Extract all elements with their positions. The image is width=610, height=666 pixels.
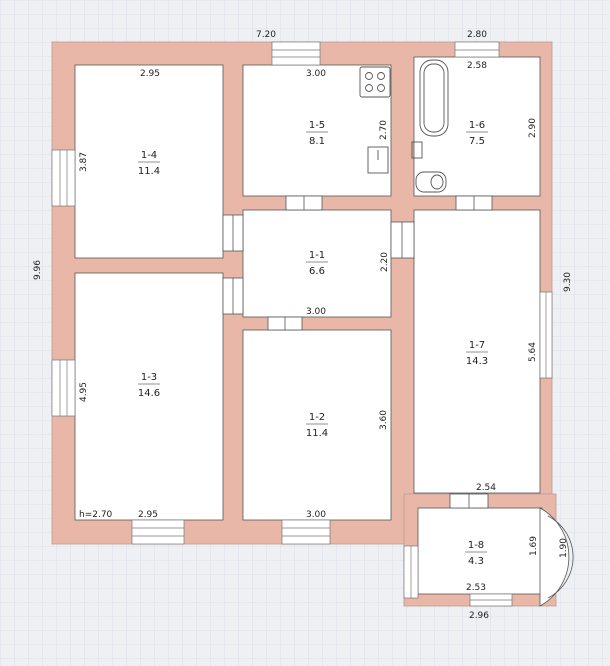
window-bottom-1-3 bbox=[131, 519, 185, 545]
sink-icon bbox=[367, 146, 389, 174]
dim-room16-height: 2.90 bbox=[528, 118, 538, 138]
dim-room15-width: 3.00 bbox=[306, 69, 326, 79]
dim-top-overall: 7.20 bbox=[256, 30, 276, 40]
room-1-8-id: 1-8 bbox=[468, 540, 484, 551]
room-1-6-id: 1-6 bbox=[469, 120, 485, 131]
room-1-7-floor bbox=[413, 209, 541, 494]
room-1-1-id: 1-1 bbox=[309, 250, 325, 261]
dim-room18-width: 2.53 bbox=[466, 583, 486, 593]
room-1-1-floor bbox=[242, 209, 392, 318]
room-1-4-area: 11.4 bbox=[138, 166, 160, 177]
dim-right-overall: 9.30 bbox=[563, 272, 573, 292]
room-labels: 1-4 11.4 1-5 8.1 1-6 7.5 1-1 6.6 1-3 14.… bbox=[138, 120, 488, 567]
toilet-icon bbox=[415, 171, 447, 193]
dim-room17-width: 2.54 bbox=[476, 483, 496, 493]
room-1-5-floor bbox=[242, 64, 392, 197]
room-1-8-area: 4.3 bbox=[468, 556, 484, 567]
stove-icon bbox=[359, 66, 391, 98]
room-1-3-id: 1-3 bbox=[141, 372, 157, 383]
room-1-1-area: 6.6 bbox=[309, 266, 325, 277]
dim-room11-width: 3.00 bbox=[306, 307, 326, 317]
window-top-1-5 bbox=[271, 41, 321, 66]
room-1-2-id: 1-2 bbox=[309, 412, 325, 423]
room-1-2-floor bbox=[242, 329, 392, 521]
room-1-5-area: 8.1 bbox=[309, 136, 325, 147]
room-1-7-area: 14.3 bbox=[466, 356, 488, 367]
dim-room15-height: 2.70 bbox=[379, 120, 389, 140]
dim-room13-width: 2.95 bbox=[138, 510, 158, 520]
washbasin-icon bbox=[411, 141, 423, 159]
window-left-1-4 bbox=[51, 149, 76, 207]
bay-window bbox=[539, 507, 570, 607]
dim-bay: 1.90 bbox=[559, 538, 569, 558]
dim-room17-height: 5.64 bbox=[528, 342, 538, 362]
window-left-1-3 bbox=[51, 359, 76, 417]
dim-room18-height: 1.69 bbox=[529, 536, 539, 556]
room-1-6-area: 7.5 bbox=[469, 136, 485, 147]
room-1-3-floor bbox=[74, 272, 224, 521]
room-1-8-floor bbox=[417, 507, 543, 595]
room-1-2-area: 11.4 bbox=[306, 428, 328, 439]
dim-room12-width: 3.00 bbox=[306, 510, 326, 520]
dimension-labels: 7.20 2.80 2.95 3.00 2.58 3.87 2.70 2.90 … bbox=[33, 30, 573, 621]
bay-window-inner bbox=[547, 515, 574, 599]
ceiling-height: h=2.70 bbox=[79, 510, 113, 520]
door-1-1-1-7 bbox=[390, 221, 415, 259]
room-1-3-area: 14.6 bbox=[138, 388, 160, 399]
room-1-4-floor bbox=[74, 64, 224, 259]
window-bottom-1-2 bbox=[281, 519, 331, 545]
room-1-5-id: 1-5 bbox=[309, 120, 325, 131]
dim-room12-height: 3.60 bbox=[379, 410, 389, 430]
room-1-7-id: 1-7 bbox=[469, 340, 485, 351]
room-1-6-floor bbox=[413, 56, 541, 197]
fixtures bbox=[359, 59, 449, 193]
dim-room16-width: 2.58 bbox=[467, 61, 487, 71]
doors bbox=[222, 195, 493, 509]
bathtub-icon bbox=[419, 59, 449, 137]
dim-top-right: 2.80 bbox=[467, 30, 487, 40]
windows bbox=[51, 41, 553, 607]
room-1-4-id: 1-4 bbox=[141, 150, 157, 161]
room-floors bbox=[74, 56, 543, 595]
dim-room13-height: 4.95 bbox=[79, 382, 89, 402]
window-top-1-6 bbox=[454, 41, 500, 58]
dim-room18-outer: 2.96 bbox=[469, 611, 489, 621]
dim-room11-height: 2.20 bbox=[380, 252, 390, 272]
dim-left-overall: 9.96 bbox=[33, 260, 43, 280]
dim-room14-width: 2.95 bbox=[140, 69, 160, 79]
dim-room14-height: 3.87 bbox=[79, 152, 89, 172]
